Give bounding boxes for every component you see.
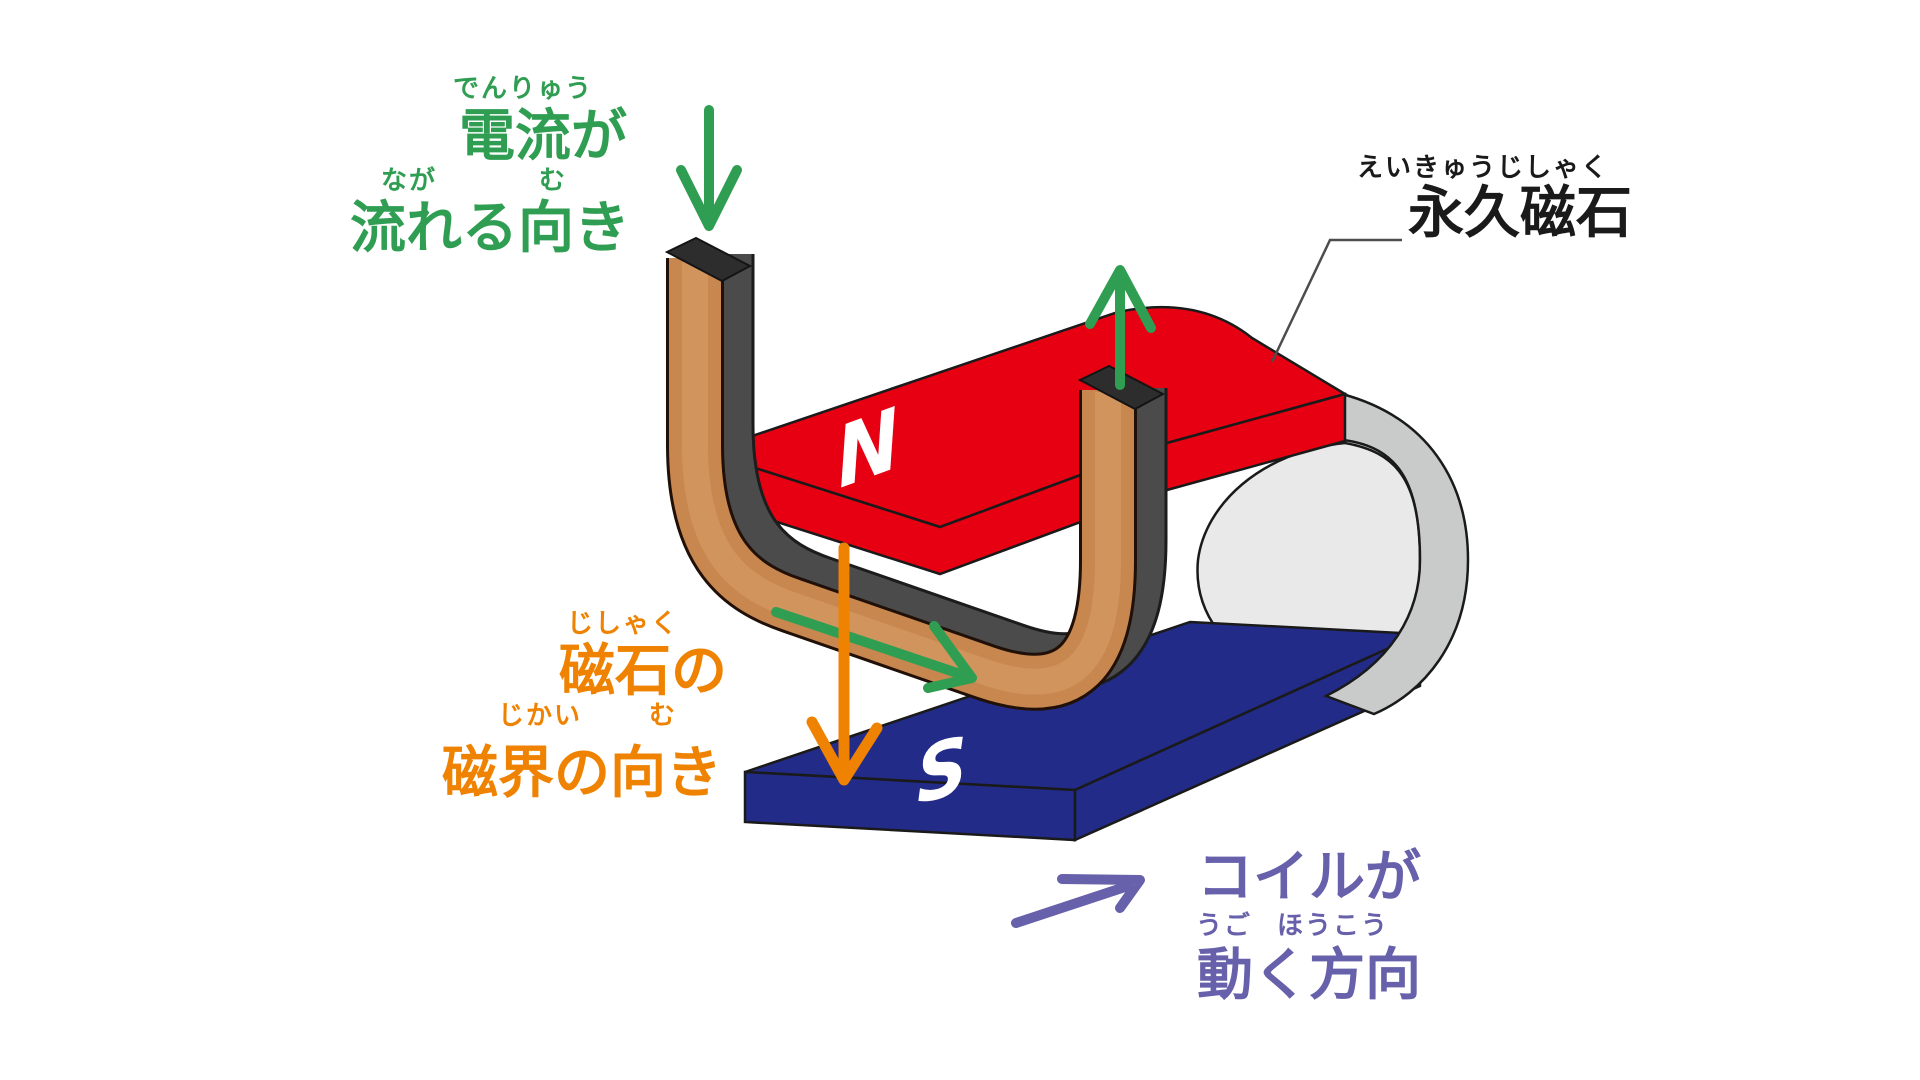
field-line2: 磁界の向き xyxy=(442,741,722,806)
current-line1: 電流が xyxy=(459,104,627,169)
magnet-north-front-face xyxy=(703,392,1347,576)
current-in-arrow xyxy=(676,105,742,231)
field-direction-label: じしゃく 磁石の じかい む 磁界の向き xyxy=(442,609,727,806)
permanent-magnet-label: えいきゅうじしゃく 永久磁石 xyxy=(1357,153,1632,246)
current-furigana: でんりゅう xyxy=(453,74,593,104)
coil xyxy=(664,236,1168,711)
magnet-north-top-face xyxy=(701,305,1349,529)
current-furigana-mu: む xyxy=(539,166,567,196)
motion-line2: 動く方向 xyxy=(1197,943,1421,1008)
motion-furigana-houkou: ほうこう xyxy=(1277,911,1389,941)
south-pole-letter: S xyxy=(915,718,969,822)
magnet-south-right-face xyxy=(1073,632,1422,842)
magnet-furigana: えいきゅうじしゃく xyxy=(1357,153,1609,183)
magnet-label-leader-line xyxy=(1270,238,1402,363)
magnet-south: S xyxy=(743,620,1422,842)
field-furigana-mu: む xyxy=(649,701,677,731)
field-furigana-jikai: じかい xyxy=(498,701,582,731)
current-direction-label: でんりゅう 電流が なが む 流れる向き xyxy=(350,74,630,261)
current-along-coil-arrow xyxy=(771,607,977,693)
motion-line1: コイルが xyxy=(1197,845,1421,910)
coil-motion-arrow xyxy=(1011,874,1145,928)
current-out-arrow xyxy=(1085,265,1156,390)
coil-left-end-cut xyxy=(664,236,753,283)
magnetic-field-arrow xyxy=(806,542,883,786)
coil-copper-highlight xyxy=(682,262,1121,695)
current-furigana-naga: なが xyxy=(381,165,437,196)
yoke-outer-band xyxy=(1322,392,1470,716)
north-pole-letter: N xyxy=(832,391,905,509)
field-furigana-jishaku: じしゃく xyxy=(567,609,679,639)
current-line2: 流れる向き xyxy=(350,196,630,261)
magnet-label-text: 永久磁石 xyxy=(1408,181,1632,246)
motion-furigana-ugo: うご xyxy=(1196,910,1252,941)
magnet-north: N xyxy=(701,305,1349,576)
coil-motion-label: コイルが うご ほうこう 動く方向 xyxy=(1196,845,1421,1008)
field-line1: 磁石の xyxy=(559,639,727,704)
arrows xyxy=(676,105,1156,928)
